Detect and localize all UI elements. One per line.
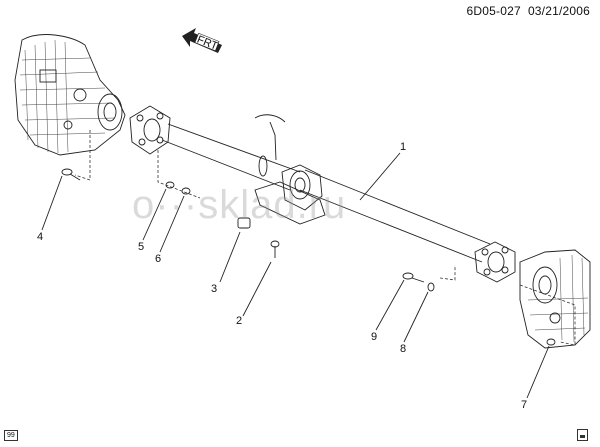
callout-5: 5: [138, 241, 144, 253]
bolt-2: [270, 240, 280, 258]
front-arrow-icon: FRT: [182, 28, 222, 53]
diagram-code: 6D05-027: [466, 4, 521, 18]
callout-9: 9: [371, 331, 377, 343]
page-icon: [577, 429, 588, 441]
rear-differential-housing: [519, 249, 591, 349]
front-flex-coupling: [129, 105, 171, 155]
callout-4: 4: [37, 231, 43, 243]
callout-1: 1: [400, 141, 406, 153]
nut-6: [181, 187, 191, 195]
callout-8: 8: [400, 343, 406, 355]
nut-7: [546, 338, 556, 346]
callout-3: 3: [211, 283, 217, 295]
callout-2: 2: [236, 315, 242, 327]
rear-flex-coupling: [474, 241, 516, 283]
washer-8: [427, 282, 435, 292]
diagram-date: 03/21/2006: [527, 4, 590, 18]
leader-lines: [41, 152, 550, 399]
bolt-4: [61, 168, 81, 181]
alignment-lines: [74, 130, 576, 346]
transmission-housing: [14, 34, 126, 156]
footer-code: 99: [4, 430, 18, 441]
center-bearing: [254, 114, 326, 225]
front-label: FRT: [195, 34, 219, 53]
callout-7: 7: [521, 399, 527, 411]
callout-6: 6: [155, 253, 161, 265]
washer-5: [165, 181, 175, 189]
bolt-9: [402, 272, 425, 283]
diagram-code-date: 6D05-027 03/21/2006: [467, 4, 590, 18]
nut-3: [237, 217, 251, 229]
propeller-shaft: [161, 123, 491, 263]
